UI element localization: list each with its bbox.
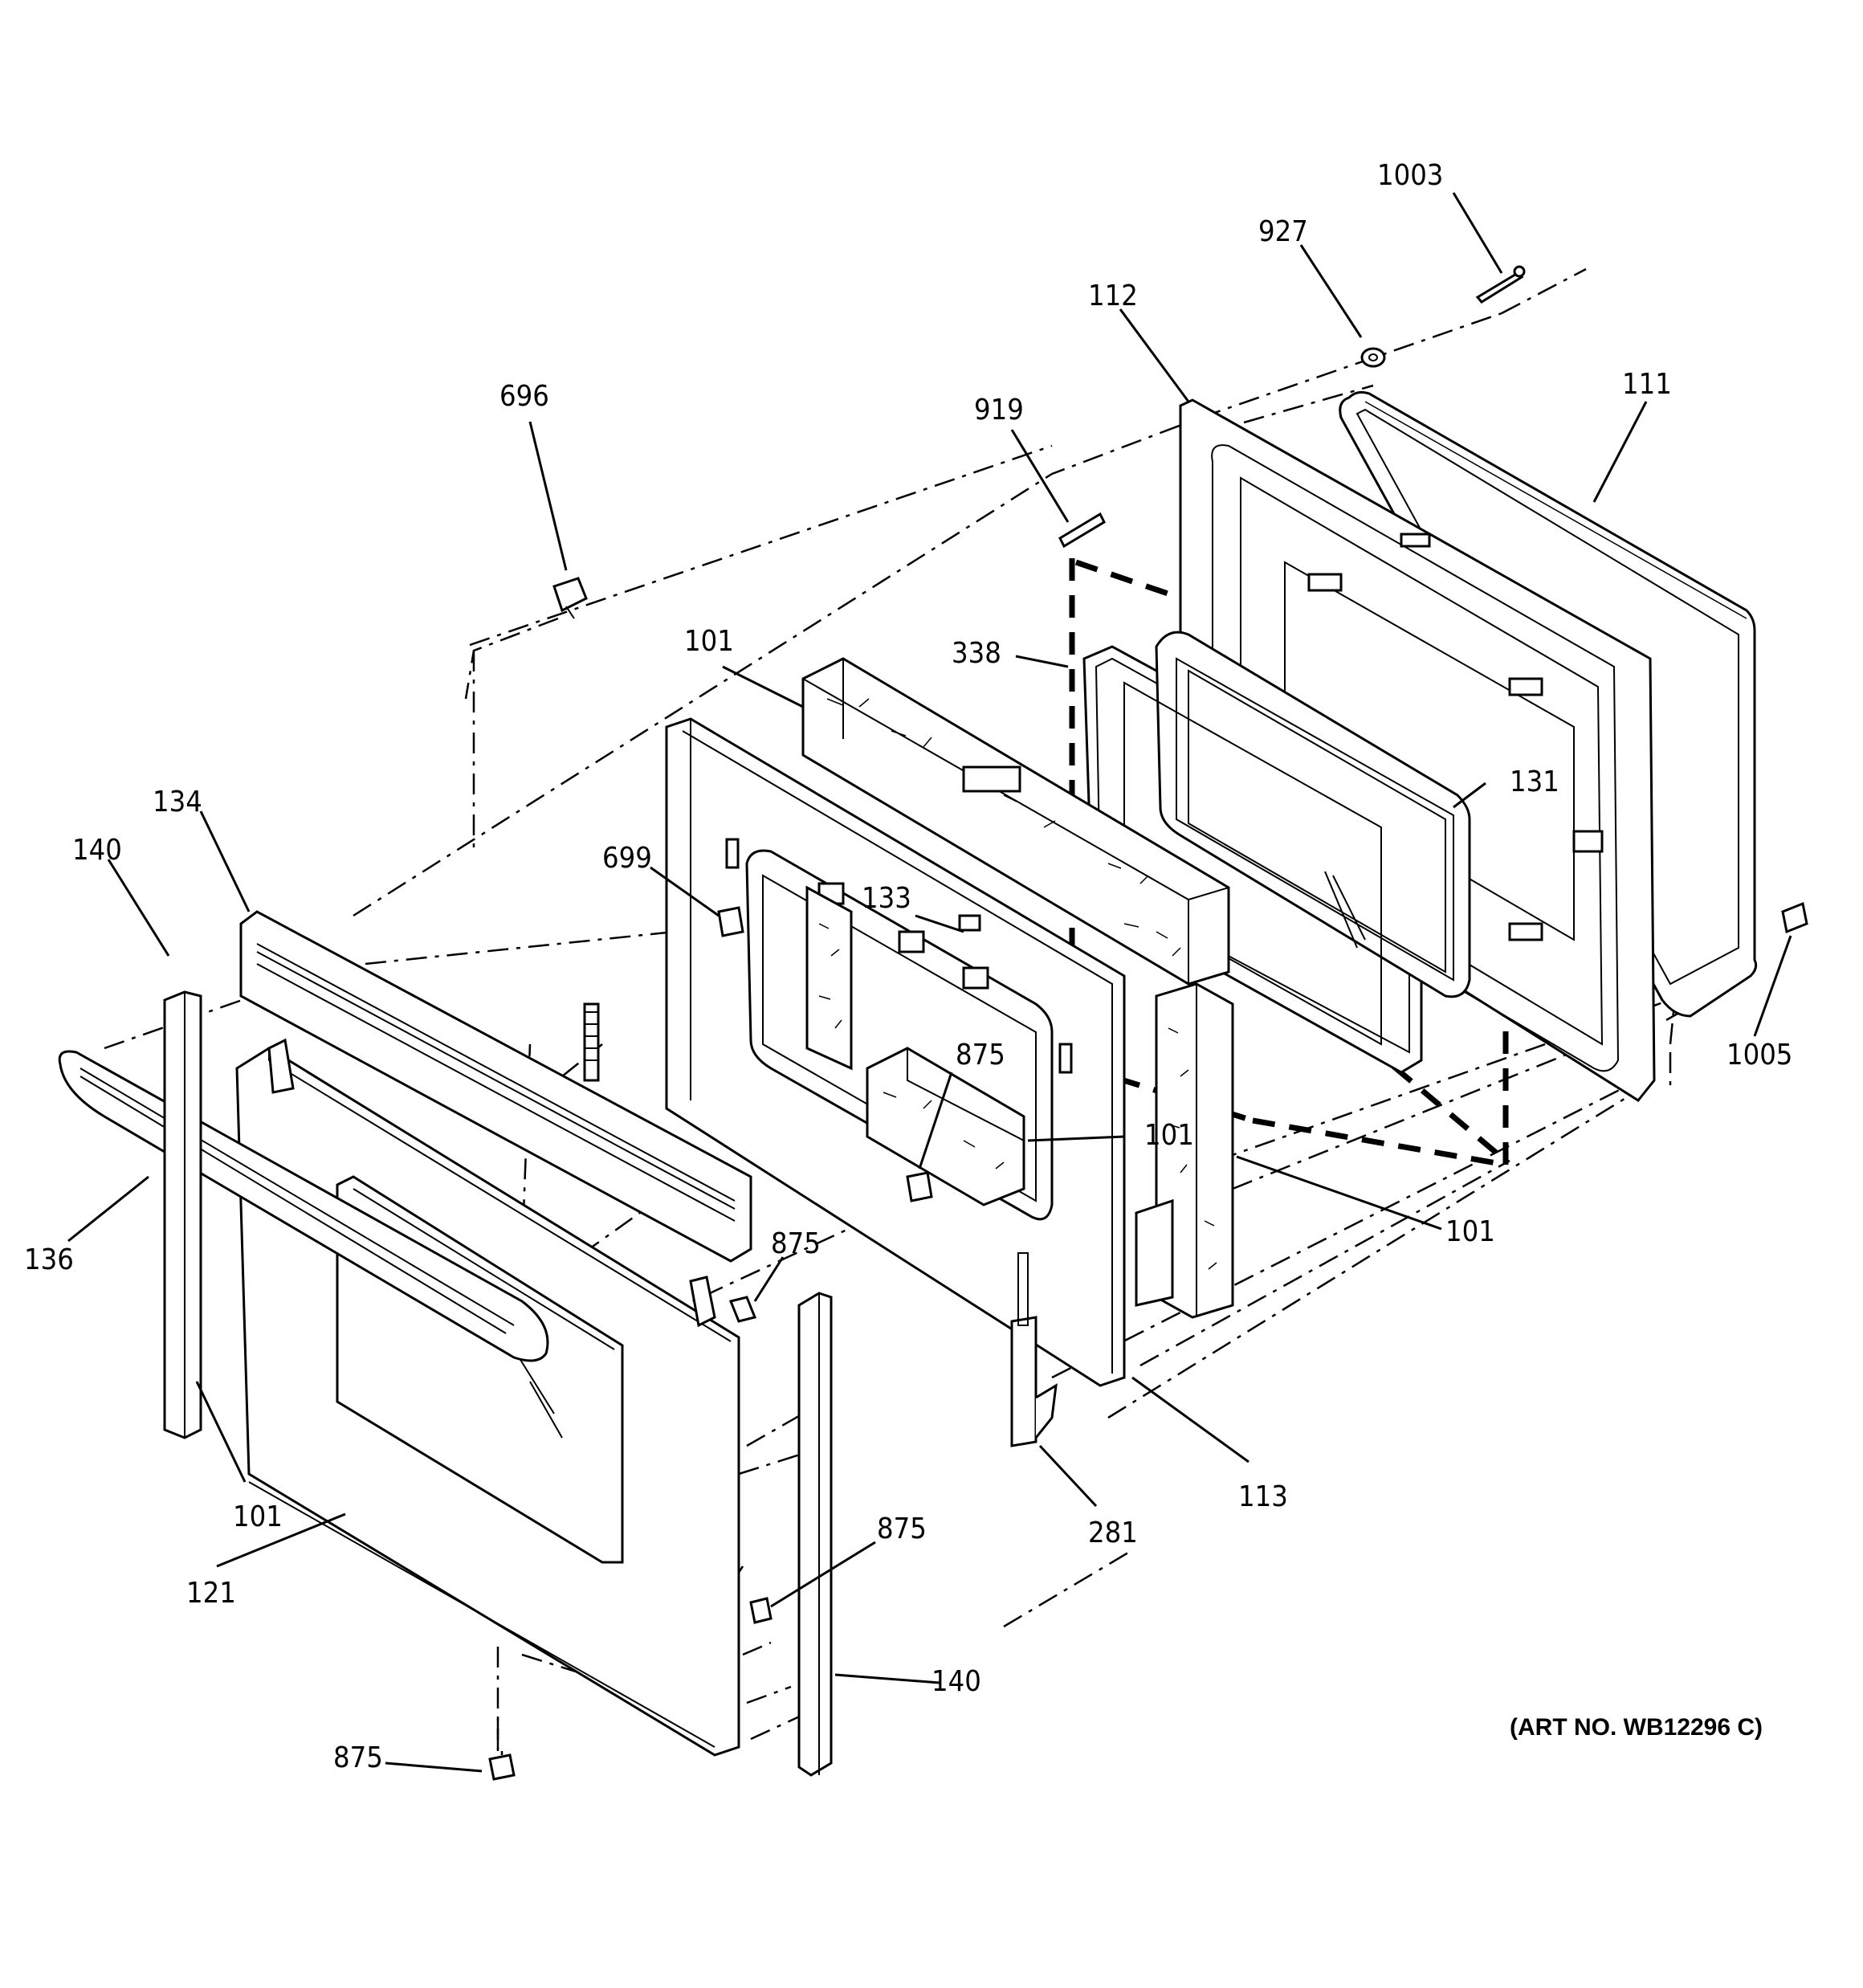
callout-875-mid: 875 <box>771 1227 821 1260</box>
screw-1003-icon <box>1475 265 1526 304</box>
callout-919: 919 <box>974 394 1024 427</box>
leader-lines <box>67 192 1792 1773</box>
insulation-top <box>801 657 1230 986</box>
callout-101-center: 101 <box>1144 1119 1194 1152</box>
callout-134: 134 <box>153 786 202 818</box>
callout-111: 111 <box>1622 368 1672 401</box>
fasteners <box>488 265 1808 1781</box>
screw-875-lower-icon <box>749 1597 773 1624</box>
screw-875-center-icon <box>906 1171 933 1202</box>
callout-136: 136 <box>24 1243 74 1276</box>
callout-101-top: 101 <box>684 625 734 658</box>
screw-696-icon <box>552 577 588 619</box>
door-hinge <box>1010 1252 1058 1447</box>
screw-1005-icon <box>1781 901 1808 934</box>
callout-131: 131 <box>1510 765 1559 798</box>
callout-338: 338 <box>952 637 1001 670</box>
door-top-trim <box>239 910 752 1263</box>
callout-927: 927 <box>1258 215 1308 248</box>
callout-113: 113 <box>1238 1480 1288 1513</box>
screw-919-icon <box>1058 512 1106 549</box>
art-number: (ART NO. WB12296 C) <box>1510 1714 1763 1741</box>
callout-696: 696 <box>499 380 549 413</box>
hinge-spring <box>583 1002 600 1082</box>
washer-927-icon <box>1360 347 1386 368</box>
screw-875-bottom-icon <box>488 1753 516 1781</box>
callout-labels: 1003 927 112 111 696 919 101 338 131 134… <box>24 159 1792 1774</box>
callout-875-bottom: 875 <box>333 1741 383 1774</box>
screw-699-icon <box>717 906 744 937</box>
callout-112: 112 <box>1088 280 1138 312</box>
callout-875-center: 875 <box>956 1039 1005 1072</box>
glass-pack <box>1082 631 1471 1074</box>
insulation-center <box>805 885 1025 1206</box>
callout-1003: 1003 <box>1377 159 1443 192</box>
insulation-right <box>1135 982 1234 1319</box>
callout-875-lower: 875 <box>877 1512 927 1545</box>
callout-699: 699 <box>602 842 652 875</box>
side-trim-right <box>797 1292 833 1777</box>
callout-1005: 1005 <box>1726 1039 1792 1072</box>
side-trim-left <box>163 990 202 1439</box>
callout-140-right: 140 <box>932 1665 981 1698</box>
callout-121: 121 <box>186 1577 236 1610</box>
callout-140-left: 140 <box>72 834 122 867</box>
callout-101-right: 101 <box>1445 1215 1495 1248</box>
callout-133: 133 <box>862 882 911 915</box>
callout-101-left: 101 <box>233 1500 283 1533</box>
screw-875-mid-icon <box>728 1296 757 1323</box>
callout-281: 281 <box>1088 1517 1138 1549</box>
